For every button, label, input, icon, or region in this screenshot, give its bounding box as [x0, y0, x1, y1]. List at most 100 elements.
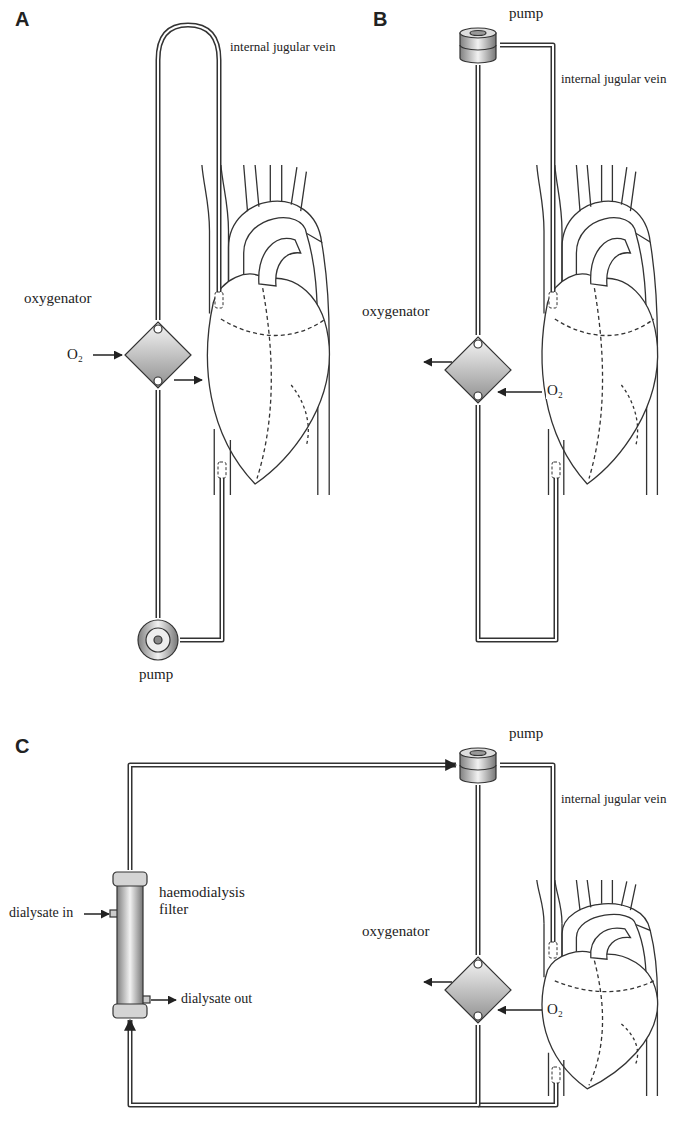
- flow-arrow: [498, 391, 542, 393]
- cannula-tip: [215, 292, 223, 308]
- heart-stroke: [621, 1024, 637, 1064]
- tube-wall: [130, 765, 456, 870]
- anatomy-label: internal jugular vein: [560, 72, 667, 87]
- diamond-outline: [125, 322, 191, 388]
- pump-housing: [138, 620, 178, 660]
- cannula-tube: [500, 45, 553, 300]
- oxygenator-diamond: oxygenator: [443, 955, 513, 1025]
- port: [474, 392, 482, 400]
- heart-stroke: [576, 880, 635, 910]
- tube-wall: [476, 785, 481, 955]
- tube-connector: [478, 785, 479, 955]
- port: [474, 1012, 482, 1020]
- port: [154, 325, 162, 333]
- arrowhead-carrier: [130, 765, 456, 870]
- cannula-tip: [549, 942, 557, 958]
- panel-letter: B: [372, 8, 388, 31]
- flow-label: dialysate in: [8, 905, 74, 921]
- pump-symbol: pump: [136, 618, 180, 662]
- cannula-tube: [500, 765, 553, 950]
- heart-stroke: [589, 961, 603, 1086]
- cannula-tube: [478, 1075, 556, 1105]
- node-label: oxygenator: [361, 303, 430, 320]
- port: [154, 377, 162, 385]
- heart-stroke: [555, 319, 654, 336]
- shape-outline: [136, 618, 180, 662]
- heart-stroke: [537, 880, 562, 923]
- heart-stroke: [259, 239, 301, 286]
- diamond-outline: [445, 957, 511, 1023]
- tube-connector: [478, 65, 479, 335]
- node-label: haemodialysis filter: [158, 884, 260, 919]
- arrowhead-carrier: [478, 65, 479, 335]
- heart-stroke: [291, 385, 308, 446]
- cannula-tip: [552, 462, 560, 478]
- pump-rotor: [146, 628, 170, 652]
- heart-stroke: [576, 165, 635, 211]
- panel-letter: A: [14, 8, 30, 31]
- pump-hub: [470, 31, 486, 36]
- tube-lumen: [130, 1020, 478, 1105]
- gas-label: O₂: [546, 382, 564, 399]
- tube-lumen: [478, 1075, 556, 1105]
- node-label: oxygenator: [361, 923, 430, 940]
- tube-wall: [478, 1075, 556, 1105]
- heart-stroke: [257, 288, 271, 478]
- tube-lumen: [158, 25, 219, 320]
- heart-stroke: [589, 288, 603, 478]
- tube-wall: [500, 765, 553, 950]
- pump-top: [460, 748, 496, 758]
- tube-lumen: [180, 470, 222, 640]
- filter-cap: [113, 1004, 147, 1018]
- gas-label: O₂: [66, 346, 84, 363]
- anatomy-label: internal jugular vein: [560, 792, 667, 807]
- flow-arrow: [498, 1009, 542, 1011]
- tube-lumen: [500, 765, 553, 950]
- pump-ring: [460, 765, 496, 770]
- panel-letter: C: [14, 735, 30, 758]
- tube-lumen: [477, 65, 479, 335]
- heart-stroke: [221, 319, 326, 336]
- tube-wall: [180, 470, 222, 640]
- flow-label: dialysate out: [180, 991, 253, 1007]
- cannula-tube: [180, 470, 222, 640]
- shape-outline: [110, 870, 150, 1020]
- pump-symbol: pump: [456, 745, 500, 785]
- tube-lumen: [130, 765, 456, 870]
- filter-cap: [113, 872, 147, 886]
- diamond-outline: [445, 337, 511, 403]
- heart-stroke: [207, 274, 329, 484]
- tube-lumen: [477, 785, 479, 955]
- shape-outline: [123, 320, 193, 390]
- heart-stroke: [591, 239, 631, 286]
- heart-stroke: [537, 165, 562, 231]
- node-label: oxygenator: [23, 290, 92, 307]
- port: [474, 960, 482, 968]
- tube-connector: [130, 765, 456, 870]
- tube-wall: [500, 45, 553, 300]
- heart-stroke: [542, 951, 658, 1088]
- flow-arrow: [424, 981, 452, 983]
- shape-outline: [456, 745, 500, 785]
- pump-hub: [154, 636, 162, 644]
- shape-outline: [456, 25, 500, 65]
- gas-label: O₂: [546, 1001, 564, 1018]
- cannula-tube: [478, 405, 556, 640]
- tube-connector: [158, 390, 159, 618]
- flow-arrow: [174, 379, 202, 381]
- shape-outline: [443, 955, 513, 1025]
- flow-arrow: [84, 913, 109, 915]
- node-label: pump: [508, 5, 544, 22]
- tube-lumen: [157, 390, 159, 618]
- arrowhead-carrier: [158, 390, 159, 618]
- node-label: pump: [138, 666, 174, 683]
- pump-ring: [460, 45, 496, 50]
- cannula-tube: [158, 25, 219, 320]
- heart-stroke: [244, 165, 307, 211]
- tube-wall: [156, 390, 161, 618]
- pump-symbol: pump: [456, 25, 500, 65]
- port: [474, 340, 482, 348]
- tube-connector: [130, 1020, 478, 1105]
